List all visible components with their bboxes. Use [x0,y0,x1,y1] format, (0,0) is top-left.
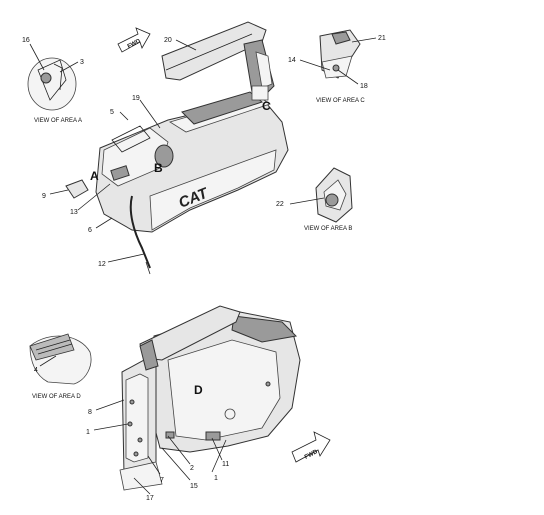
area-letter-a: A [90,169,99,183]
area-letters: A B C D [90,99,271,397]
area-letter-c: C [262,99,271,113]
callout-8: 8 [88,409,92,416]
callout-5: 5 [110,109,114,116]
caption-area-c: VIEW OF AREA C [316,98,365,104]
view-captions: VIEW OF AREA A VIEW OF AREA B VIEW OF AR… [32,98,365,400]
callout-16: 16 [22,37,30,44]
callout-11: 11 [222,461,229,468]
inset-area-c [319,29,361,79]
callout-1-right: 1 [214,475,218,482]
callout-19: 19 [132,95,140,102]
inset-area-d [29,333,92,385]
caption-area-a: VIEW OF AREA A [34,118,82,124]
fwd-arrow-bottom: FWD [291,431,331,463]
bottom-console-assembly [119,305,301,491]
callout-4: 4 [34,367,38,374]
callout-numbers: 16 3 20 21 14 18 5 19 9 13 6 12 22 4 8 1… [22,35,386,502]
callout-3: 3 [80,59,84,66]
callout-21: 21 [378,35,386,42]
callout-13: 13 [70,209,78,216]
callout-18: 18 [360,83,368,90]
caption-area-d: VIEW OF AREA D [32,394,81,400]
callout-15: 15 [190,483,198,490]
callout-17: 17 [146,495,154,502]
fwd-arrow-top: FWD [117,27,151,53]
callout-12: 12 [98,261,106,268]
area-letter-d: D [194,383,203,397]
callout-20: 20 [164,37,172,44]
callout-7: 7 [160,477,164,484]
callout-6: 6 [88,227,92,234]
callout-22: 22 [276,201,284,208]
callout-14: 14 [288,57,296,64]
inset-area-a [27,57,77,111]
callout-1-left: 1 [86,429,90,436]
inset-area-b [315,167,353,223]
top-console-assembly: CAT [65,21,289,275]
area-letter-b: B [154,161,163,175]
caption-area-b: VIEW OF AREA B [304,226,352,232]
callout-2: 2 [190,465,194,472]
leader-lines [29,37,377,495]
callout-9: 9 [42,193,46,200]
